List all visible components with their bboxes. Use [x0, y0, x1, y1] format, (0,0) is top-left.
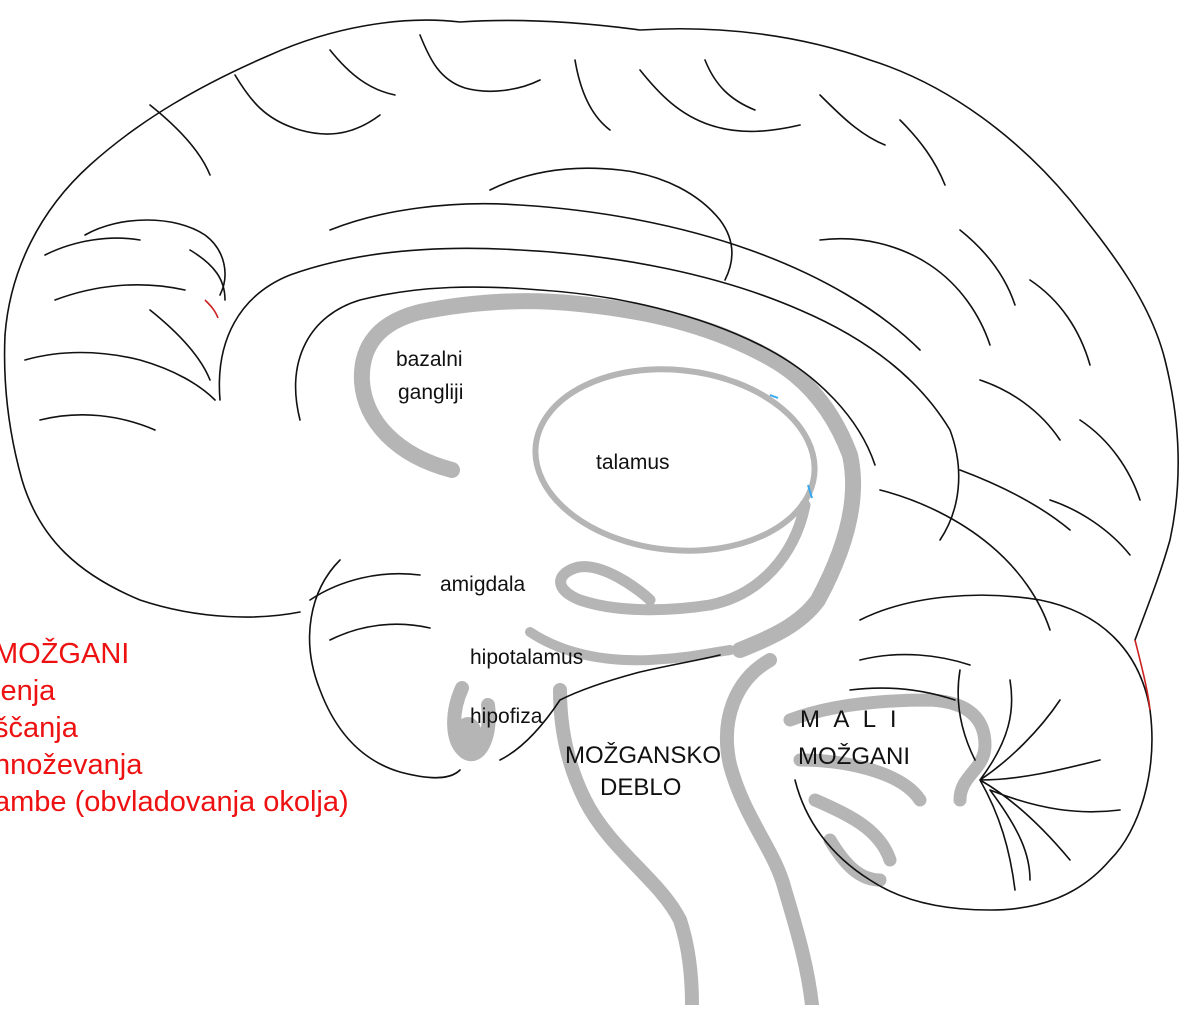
label-deblo: DEBLO [600, 774, 681, 802]
side-list-title: MOŽGANI [0, 636, 349, 673]
label-bazalni-line2: gangliji [398, 381, 463, 405]
label-mozgansko: MOŽGANSKO [565, 742, 721, 770]
label-talamus: talamus [596, 451, 670, 475]
label-hipofiza: hipofiza [470, 705, 542, 729]
parietal-sulci [820, 230, 1140, 500]
side-list-item: ščanja [0, 710, 349, 747]
central-sulcus [490, 168, 732, 280]
brainstem-left [560, 690, 692, 1005]
label-hipotalamus: hipotalamus [470, 646, 583, 670]
label-mali: M A L I [800, 706, 900, 734]
blue-accents [770, 395, 812, 498]
side-list-item: nnoževanja [0, 747, 349, 784]
side-list: MOŽGANI jenja ščanja nnoževanja ambe (ob… [0, 636, 349, 821]
side-list-item: ambe (obvladovanja okolja) [0, 784, 349, 821]
label-mali-mozgani: MOŽGANI [798, 743, 910, 771]
occipital-sulci [880, 470, 1130, 630]
hippocampus-arc [561, 505, 805, 610]
side-list-item: jenja [0, 673, 349, 710]
cerebrum-contour [5, 20, 1178, 640]
talamus-oval [526, 356, 823, 564]
limbic-system [362, 301, 985, 1005]
cingulate-sulcus [330, 204, 920, 350]
label-amigdala: amigdala [440, 573, 525, 597]
temporal-sulci [310, 574, 430, 640]
superior-gyri [150, 35, 945, 185]
frontal-base [5, 335, 300, 617]
label-bazalni-line1: bazalni [396, 348, 463, 372]
frontal-gyri [25, 220, 225, 430]
